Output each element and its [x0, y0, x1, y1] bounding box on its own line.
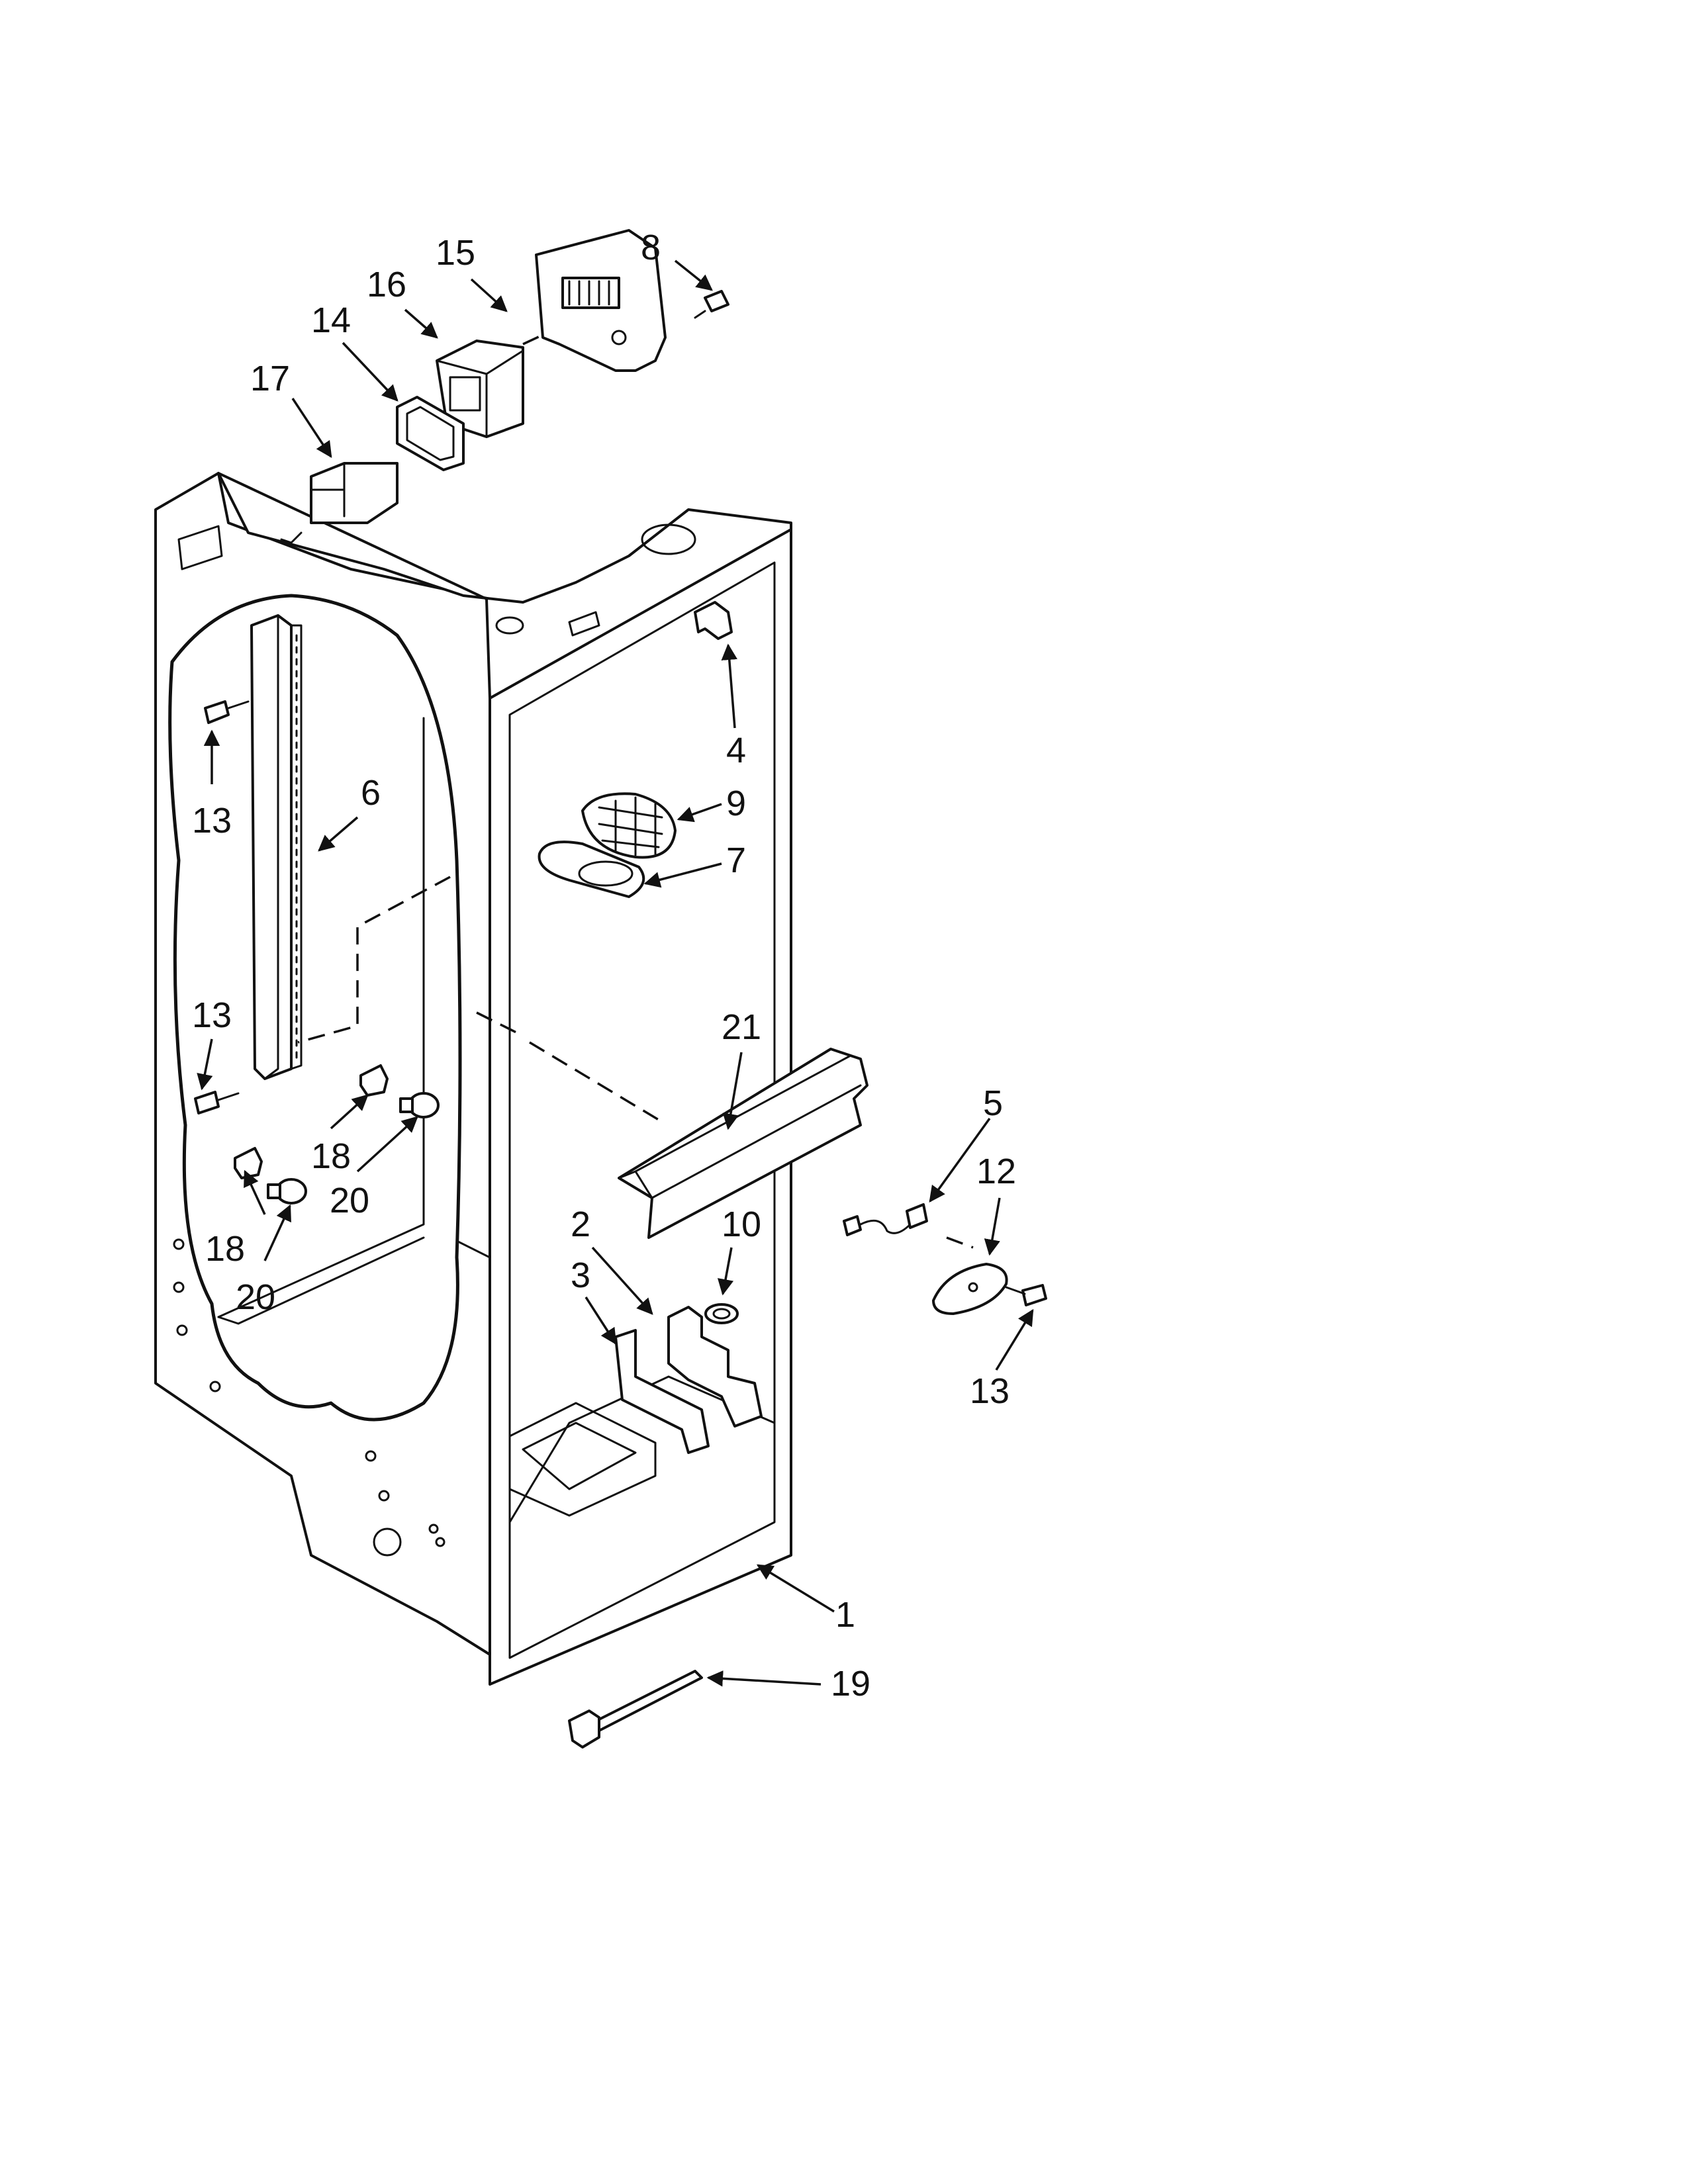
- callout-13-upper: 13: [192, 801, 232, 841]
- callout-1: 1: [835, 1595, 855, 1635]
- shelf-rail: [250, 614, 303, 1080]
- housing-16: [436, 340, 524, 438]
- liner-bottom-trough: [508, 1402, 657, 1517]
- callout-2: 2: [571, 1205, 590, 1244]
- screw-13-top: [204, 700, 250, 724]
- callout-4: 4: [726, 731, 746, 770]
- grommet-10: [704, 1303, 739, 1324]
- callout-labels: 8 15 16 14 17 4 13 6 9 7 13 21 5 12 18 2…: [192, 228, 1016, 1704]
- liner-cutaway: [168, 594, 462, 1422]
- callout-13-right: 13: [970, 1371, 1009, 1411]
- cover-15: [535, 229, 667, 372]
- wire-harness-5: [843, 1203, 928, 1236]
- callout-7: 7: [726, 841, 746, 880]
- callout-3: 3: [571, 1255, 590, 1295]
- liner-front-frame: [489, 528, 792, 1686]
- callout-19: 19: [831, 1664, 870, 1704]
- callout-8: 8: [641, 228, 661, 267]
- cabinet-liner: [154, 472, 792, 1686]
- clip-4: [694, 601, 733, 640]
- callout-5: 5: [983, 1083, 1003, 1123]
- callout-20-upper: 20: [330, 1181, 369, 1220]
- damper-17: [280, 462, 399, 544]
- bulb-20-upper: [399, 1092, 440, 1118]
- liner-front-opening: [508, 561, 776, 1659]
- assembly-line-21: [476, 1011, 663, 1123]
- callout-16: 16: [367, 265, 406, 304]
- light-socket-18-upper: [359, 1064, 389, 1097]
- screw-13-bottom: [194, 1091, 240, 1115]
- callout-12: 12: [976, 1152, 1016, 1191]
- callout-17: 17: [250, 359, 290, 398]
- callout-9: 9: [726, 784, 746, 823]
- control-grille-9: [581, 792, 677, 859]
- control-trim-7: [538, 841, 645, 898]
- callout-6: 6: [361, 773, 381, 813]
- callout-10: 10: [722, 1205, 761, 1244]
- screw-13-right: [1005, 1284, 1047, 1306]
- callout-13-middle: 13: [192, 995, 232, 1035]
- assembly-line-12: [946, 1236, 974, 1249]
- callout-14: 14: [311, 300, 351, 340]
- bulb-20-lower: [267, 1178, 307, 1205]
- callout-18-upper: 18: [311, 1136, 351, 1176]
- bracket-3: [614, 1329, 710, 1454]
- wire-tie-19: [568, 1670, 703, 1749]
- bracket-2: [667, 1306, 763, 1428]
- screw-8: [694, 290, 729, 319]
- divider-beam-21: [618, 1048, 868, 1239]
- callout-15: 15: [436, 233, 475, 273]
- leader-lines: [197, 259, 1034, 1687]
- callout-21: 21: [722, 1007, 761, 1047]
- light-shield-12: [932, 1263, 1008, 1315]
- callout-20-lower: 20: [236, 1277, 275, 1317]
- callout-18-lower: 18: [205, 1229, 245, 1269]
- gasket-14: [396, 396, 465, 471]
